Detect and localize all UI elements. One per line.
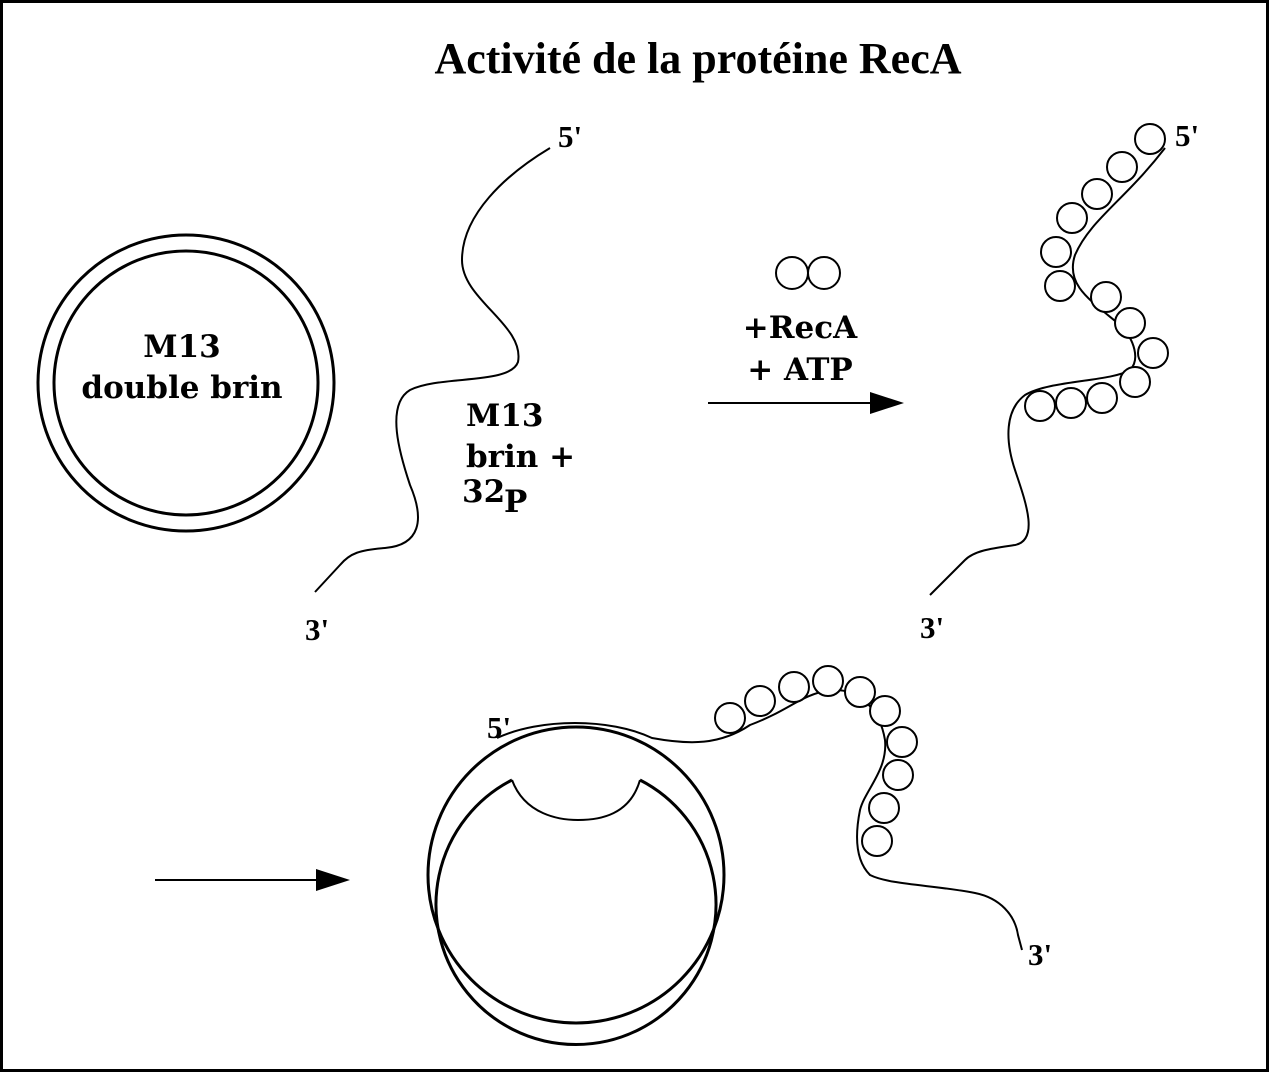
- single-strand-label-line1: M13: [466, 398, 543, 434]
- strand-invasion-complex: 5' 3': [426, 665, 1052, 1047]
- invasion-5prime: 5': [487, 710, 511, 745]
- isotope-symbol: P: [504, 484, 527, 520]
- invasion-beads: [714, 665, 918, 857]
- double-strand-label-line1: M13: [143, 329, 220, 365]
- filament-beads: [1024, 123, 1169, 422]
- reca-dimer-icon: [775, 256, 841, 290]
- diagram-title: Activité de la protéine RecA: [434, 34, 961, 83]
- single-strand-label-line2: brin +: [466, 439, 575, 475]
- free-strand-3prime: 3': [305, 612, 329, 647]
- reca-nucleoprotein-filament: 5' 3': [920, 118, 1199, 645]
- reaction-arrow-2: [155, 869, 350, 891]
- m13-single-strand: 5' 3' M13 brin + 32 P: [305, 119, 582, 647]
- filament-5prime: 5': [1175, 118, 1199, 153]
- isotope-mass-number: 32: [462, 474, 505, 510]
- double-strand-label-line2: double brin: [81, 370, 282, 406]
- reaction-arrow-1: [708, 392, 904, 414]
- invasion-3prime: 3': [1028, 937, 1052, 972]
- reagent-atp: + ATP: [747, 352, 853, 388]
- reagent-reca: +RecA: [743, 310, 858, 346]
- m13-double-strand-circle: M13 double brin: [36, 233, 336, 533]
- free-strand-5prime: 5': [558, 119, 582, 154]
- filament-3prime: 3': [920, 610, 944, 645]
